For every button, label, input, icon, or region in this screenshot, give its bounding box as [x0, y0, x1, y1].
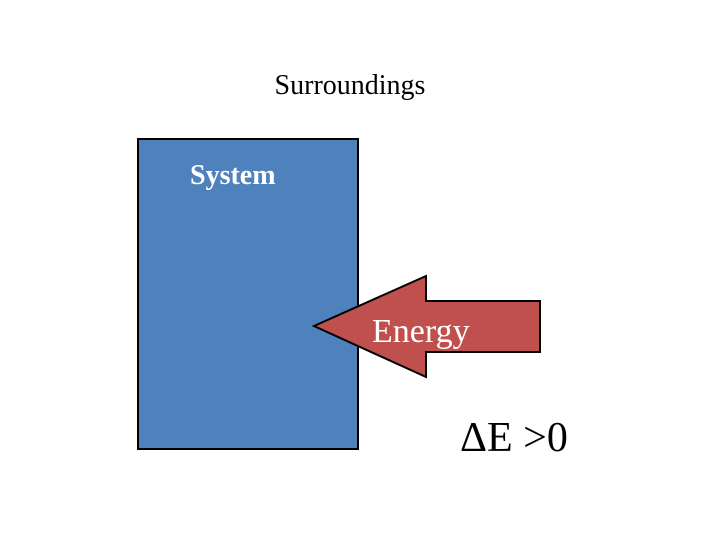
system-label: System [190, 160, 276, 191]
delta-energy-label: ΔE >0 [460, 415, 568, 461]
energy-label: Energy [372, 313, 470, 350]
surroundings-label: Surroundings [274, 70, 426, 101]
energy-arrow-shape [311, 274, 541, 379]
system-box [137, 138, 359, 450]
